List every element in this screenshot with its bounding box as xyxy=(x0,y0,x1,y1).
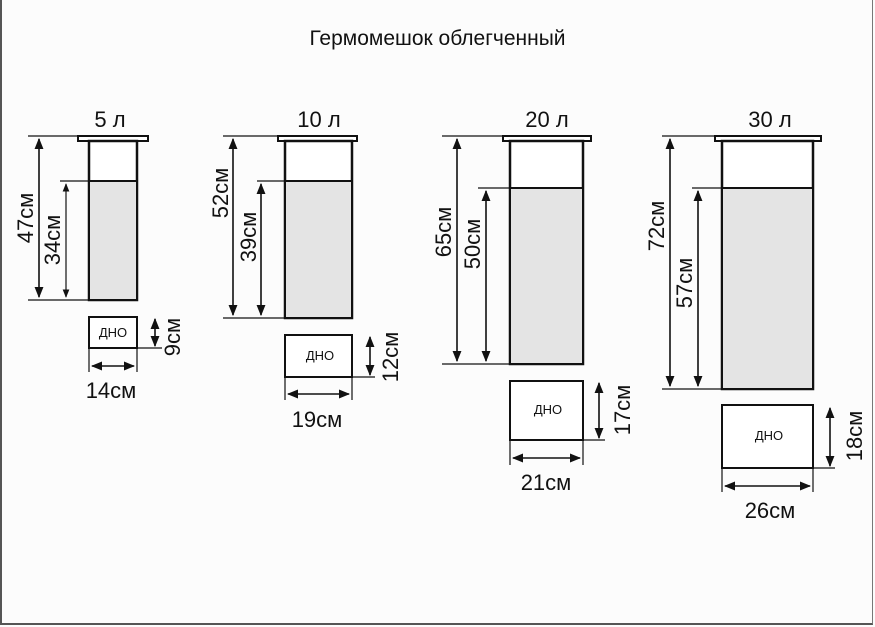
bag-volume-label: 5 л xyxy=(94,107,125,132)
bottom-depth-label: 9см xyxy=(160,318,185,356)
bag-20l: 20 л 65см 50см ДНО 17см 21см xyxy=(431,107,635,495)
bag-fill-zone xyxy=(286,181,351,317)
bag-bottom xyxy=(509,380,584,441)
bottom-label: ДНО xyxy=(99,325,127,340)
bag-10l: 10 л 52см 39см ДНО 12см 19см xyxy=(208,107,403,432)
bag-fill-zone xyxy=(90,181,136,299)
bag-bottom xyxy=(284,334,353,378)
bottom-label: ДНО xyxy=(306,348,334,363)
bottom-label: ДНО xyxy=(755,428,783,443)
height-total-label: 47см xyxy=(13,193,38,244)
height-total-label: 65см xyxy=(431,207,456,258)
bag-bottom xyxy=(721,404,814,469)
bottom-depth-label: 12см xyxy=(378,332,403,383)
height-fill-label: 34см xyxy=(40,215,65,266)
height-fill-label: 39см xyxy=(236,212,261,263)
bag-fill-zone xyxy=(511,188,582,363)
bag-5l: 5 л 47см 34см ДНО 9см 14см xyxy=(13,107,185,403)
bag-fill-zone xyxy=(723,188,812,388)
bag-volume-label: 10 л xyxy=(297,107,340,132)
bottom-width-label: 14см xyxy=(86,378,137,403)
bottom-width-label: 21см xyxy=(521,470,572,495)
bag-30l: 30 л 72см 57см ДНО 18см 26см xyxy=(644,107,867,523)
bottom-depth-label: 17см xyxy=(610,385,635,436)
bag-bottom xyxy=(88,316,138,349)
diagram-title: Гермомешок облегченный xyxy=(309,27,566,50)
height-fill-label: 50см xyxy=(460,219,485,270)
height-fill-label: 57см xyxy=(672,258,697,309)
bottom-depth-label: 18см xyxy=(842,411,867,462)
bottom-label: ДНО xyxy=(534,402,562,417)
height-total-label: 52см xyxy=(208,168,233,219)
bag-volume-label: 20 л xyxy=(525,107,568,132)
height-total-label: 72см xyxy=(644,201,669,252)
bag-volume-label: 30 л xyxy=(748,107,791,132)
bottom-width-label: 19см xyxy=(292,407,343,432)
bottom-width-label: 26см xyxy=(745,498,796,523)
